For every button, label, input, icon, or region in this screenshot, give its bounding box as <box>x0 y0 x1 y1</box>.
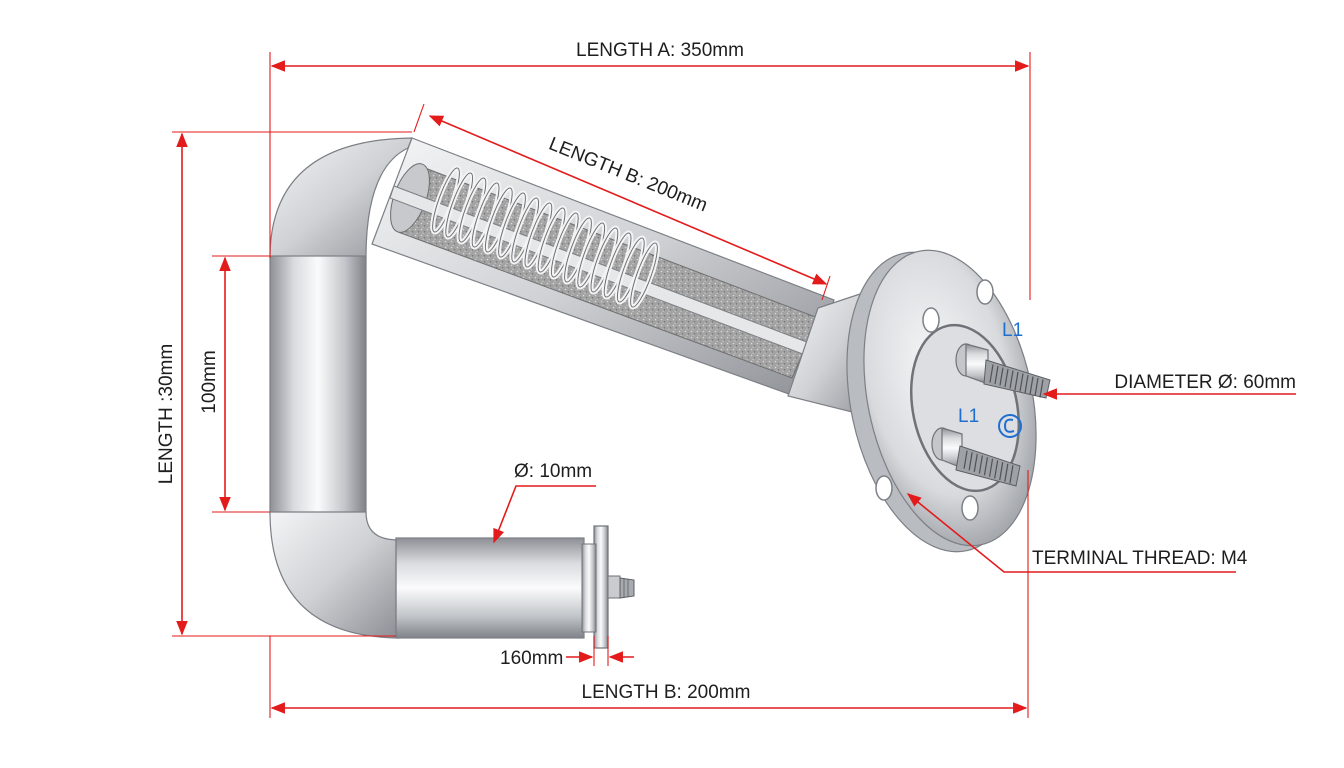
cutaway-section <box>371 137 835 399</box>
thread-groove <box>999 461 1004 481</box>
bolt-hole <box>976 279 994 305</box>
thread-groove <box>999 367 1004 386</box>
length-a-label: LENGTH A: 350mm <box>576 40 744 61</box>
length-vertical-label: LENGTH :30mm <box>156 344 177 484</box>
terminal-label-lower: L1 <box>958 406 979 427</box>
circle-symbol-icon <box>998 414 1022 438</box>
vertical-leg <box>269 255 367 515</box>
height-inner-label: 100mm <box>199 350 220 413</box>
end-thread <box>619 577 635 599</box>
thread-groove <box>1014 371 1019 391</box>
thread-groove <box>994 365 999 385</box>
tube-diameter-label: Ø: 10mm <box>514 461 592 482</box>
thread-groove <box>1004 368 1009 388</box>
thread-groove <box>1004 463 1009 482</box>
terminal-thread-leader <box>906 493 1236 573</box>
thread-groove <box>1024 374 1029 394</box>
length-b-diagonal-dimension <box>428 115 828 285</box>
thread-groove <box>1009 465 1014 484</box>
thread-groove <box>1019 373 1024 392</box>
bottom-leg <box>395 537 585 639</box>
thread-groove <box>1039 379 1044 398</box>
bolt-hole <box>961 495 979 521</box>
thread-groove <box>983 457 989 476</box>
thread-groove <box>973 453 978 473</box>
thread-groove <box>1029 376 1034 395</box>
bottom-bend <box>269 511 399 639</box>
thread-groove <box>989 364 994 383</box>
dimension-lines <box>172 52 1296 718</box>
terminal-label-upper: L1 <box>1002 320 1023 341</box>
bolt-hole <box>922 307 940 333</box>
length-b-bottom-label: LENGTH B: 200mm <box>582 682 751 703</box>
thread-groove <box>1034 377 1039 397</box>
terminal-lower <box>931 427 1021 487</box>
terminal-thread-label: TERMINAL THREAD: M4 <box>1032 548 1248 569</box>
thread-groove <box>988 458 994 477</box>
bolt-hole <box>875 475 893 501</box>
end-offset-label: 160mm <box>500 648 563 669</box>
thread-groove <box>1009 370 1014 389</box>
thread-groove <box>968 452 973 471</box>
thread-groove <box>994 460 999 479</box>
flange-head <box>787 249 1037 553</box>
tube-body <box>269 137 585 639</box>
terminal-labels: L1 L1 <box>958 320 1023 438</box>
thread-groove <box>963 450 968 469</box>
end-cap-flange <box>581 525 635 649</box>
flange-diameter-label: DIAMETER Ø: 60mm <box>1114 372 1296 393</box>
tube-diameter-leader <box>493 485 596 544</box>
thread-groove <box>978 455 983 474</box>
